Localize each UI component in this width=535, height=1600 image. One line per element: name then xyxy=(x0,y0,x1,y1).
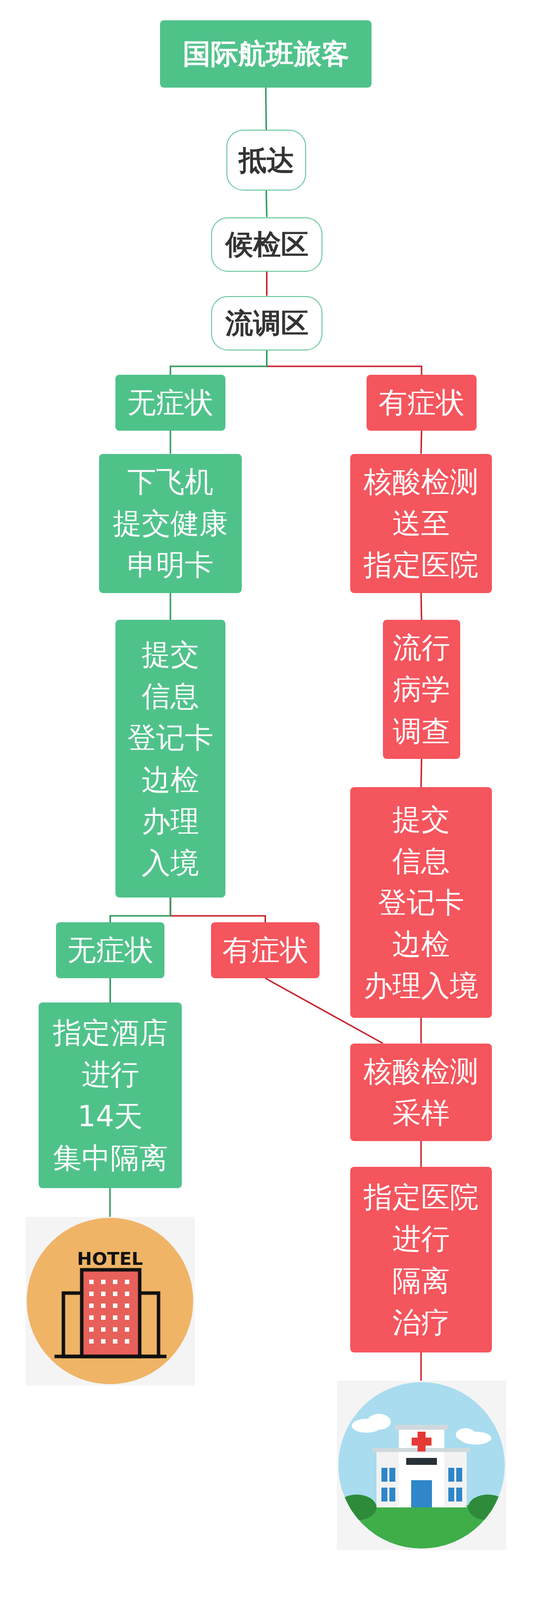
connector xyxy=(421,759,422,788)
process-box: 核酸检测 采样 xyxy=(350,1044,492,1142)
connector xyxy=(110,898,171,923)
process-box: 提交 信息 登记卡 边检 办理入境 xyxy=(350,787,492,1019)
process-box: 有症状 xyxy=(211,922,320,979)
window-dot xyxy=(89,1280,94,1285)
window-dot xyxy=(124,1339,130,1345)
box-text: 提交 信息 登记卡 边检 办理 入境 xyxy=(127,634,214,885)
window xyxy=(456,1468,463,1483)
box-text: 核酸检测 送至 指定医院 xyxy=(363,461,479,587)
connector xyxy=(421,593,422,621)
box-text: 候检区 xyxy=(225,224,309,265)
icon-label: HOTEL xyxy=(77,1249,144,1270)
window xyxy=(381,1468,388,1483)
window-dot xyxy=(89,1339,94,1345)
connector xyxy=(170,350,268,376)
stage-box: 抵达 xyxy=(226,129,307,191)
window xyxy=(448,1488,455,1503)
box-text: 有症状 xyxy=(378,381,465,424)
connector xyxy=(109,978,111,1004)
hospital-icon xyxy=(336,1381,508,1556)
connector xyxy=(267,350,423,376)
connector xyxy=(266,87,267,130)
window-dot xyxy=(112,1304,118,1309)
box-text: 抵达 xyxy=(238,140,295,181)
box-text: 指定酒店 进行 14天 集中隔离 xyxy=(53,1012,168,1179)
box-text: 指定医院 进行 隔离 治疗 xyxy=(363,1177,479,1344)
process-box: 指定酒店 进行 14天 集中隔离 xyxy=(38,1003,182,1189)
box-text: 国际航班旅客 xyxy=(182,33,350,74)
window-dot xyxy=(124,1316,130,1321)
window xyxy=(456,1488,463,1503)
box-text: 提交 信息 登记卡 边检 办理入境 xyxy=(363,799,479,1008)
connector xyxy=(266,271,268,297)
window-dot xyxy=(89,1292,94,1297)
stage-box: 候检区 xyxy=(211,217,323,272)
start-box: 国际航班旅客 xyxy=(160,20,372,88)
window-dot xyxy=(101,1280,106,1285)
window xyxy=(381,1488,388,1503)
box-text: 核酸检测 采样 xyxy=(363,1051,479,1135)
window xyxy=(448,1468,455,1483)
box-text: 流调区 xyxy=(225,303,309,344)
stage-box: 流调区 xyxy=(211,296,323,351)
connector xyxy=(421,430,422,455)
window-dot xyxy=(124,1328,130,1333)
box-text: 无症状 xyxy=(67,929,154,972)
box-text: 有症状 xyxy=(222,929,309,972)
window-dot xyxy=(101,1328,106,1333)
connector xyxy=(266,190,268,218)
window-dot xyxy=(124,1304,130,1309)
window-dot xyxy=(89,1328,94,1333)
window-dot xyxy=(101,1292,106,1297)
hotel-icon xyxy=(25,1217,195,1387)
window-dot xyxy=(124,1280,130,1285)
connector xyxy=(420,1141,423,1169)
window xyxy=(389,1488,396,1503)
box-text: 流行 病学 调查 xyxy=(392,627,451,752)
process-box: 有症状 xyxy=(366,374,477,431)
window-dot xyxy=(89,1304,94,1309)
box-text: 下飞机 提交健康 申明卡 xyxy=(112,461,228,587)
process-box: 流行 病学 调查 xyxy=(382,620,461,760)
process-box: 无症状 xyxy=(55,922,165,979)
window-dot xyxy=(112,1292,118,1297)
connector xyxy=(170,898,266,923)
window-dot xyxy=(112,1339,118,1345)
window-dot xyxy=(112,1316,118,1321)
window-dot xyxy=(101,1316,106,1321)
window xyxy=(389,1468,396,1483)
icon-link xyxy=(420,1352,423,1383)
connector xyxy=(169,430,172,455)
icon-link xyxy=(109,1187,111,1219)
process-box: 下飞机 提交健康 申明卡 xyxy=(99,454,242,594)
window-dot xyxy=(112,1328,118,1333)
window-dot xyxy=(89,1316,94,1321)
window-dot xyxy=(124,1292,130,1297)
box-text: 无症状 xyxy=(127,381,214,424)
process-box: 指定医院 进行 隔离 治疗 xyxy=(350,1167,492,1354)
connector xyxy=(169,593,172,621)
process-box: 无症状 xyxy=(115,374,226,431)
connector xyxy=(420,1018,423,1045)
window-dot xyxy=(112,1280,118,1285)
process-box: 核酸检测 送至 指定医院 xyxy=(350,454,492,594)
process-box: 提交 信息 登记卡 边检 办理 入境 xyxy=(115,620,226,899)
window-dot xyxy=(101,1304,106,1309)
window-dot xyxy=(101,1339,106,1345)
